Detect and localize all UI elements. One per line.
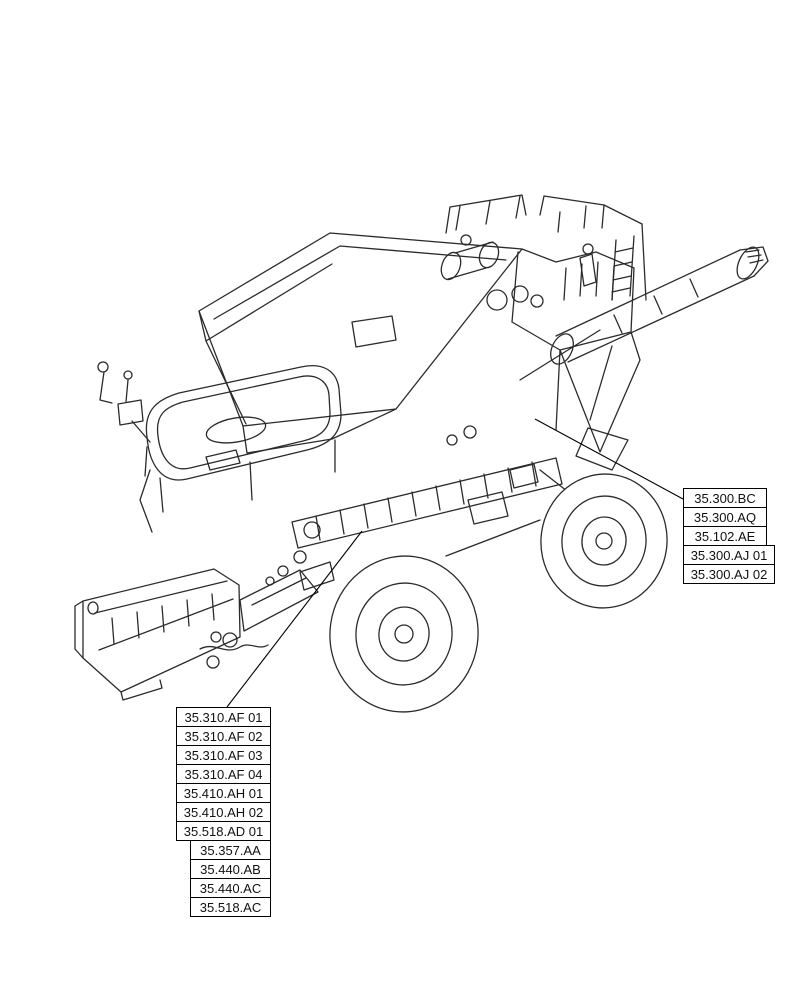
callout-label: 35.300.BC <box>683 488 767 508</box>
callout-label: 35.518.AC <box>190 897 271 917</box>
header-platform <box>74 568 241 701</box>
leader-line-right <box>534 418 684 500</box>
machine-line-art <box>74 194 769 713</box>
callout-label: 35.410.AH 01 <box>176 783 271 803</box>
callout-stack-right: 35.300.BC 35.300.AQ 35.102.AE 35.300.AJ … <box>683 488 775 584</box>
callout-label: 35.518.AD 01 <box>176 821 271 841</box>
callout-label: 35.357.AA <box>190 840 271 860</box>
right-side-panel <box>519 329 641 471</box>
callout-label: 35.310.AF 03 <box>176 745 271 765</box>
leader-line-bottom <box>226 530 363 708</box>
callout-label: 35.300.AJ 01 <box>683 545 775 565</box>
callout-label: 35.310.AF 02 <box>176 726 271 746</box>
callout-label: 35.410.AH 02 <box>176 802 271 822</box>
callout-label: 35.300.AJ 02 <box>683 564 775 584</box>
mirror-mast <box>97 361 151 443</box>
feeder-house <box>199 569 319 651</box>
leader-lines <box>226 418 684 708</box>
callout-label: 35.440.AB <box>190 859 271 879</box>
callout-stack-bottom: 35.310.AF 01 35.310.AF 02 35.310.AF 03 3… <box>176 707 271 917</box>
callout-label: 35.310.AF 01 <box>176 707 271 727</box>
handrails <box>445 194 647 301</box>
rear-wheel <box>540 473 668 609</box>
callout-label: 35.300.AQ <box>683 507 767 527</box>
callout-label: 35.102.AE <box>683 526 767 546</box>
callout-label: 35.310.AF 04 <box>176 764 271 784</box>
callout-label: 35.440.AC <box>190 878 271 898</box>
engine-deck <box>440 234 635 351</box>
unloading-auger <box>550 246 769 365</box>
grain-tank <box>198 232 523 454</box>
chassis-frame <box>139 425 577 591</box>
operator-platform <box>144 365 342 513</box>
front-wheel <box>329 555 479 713</box>
